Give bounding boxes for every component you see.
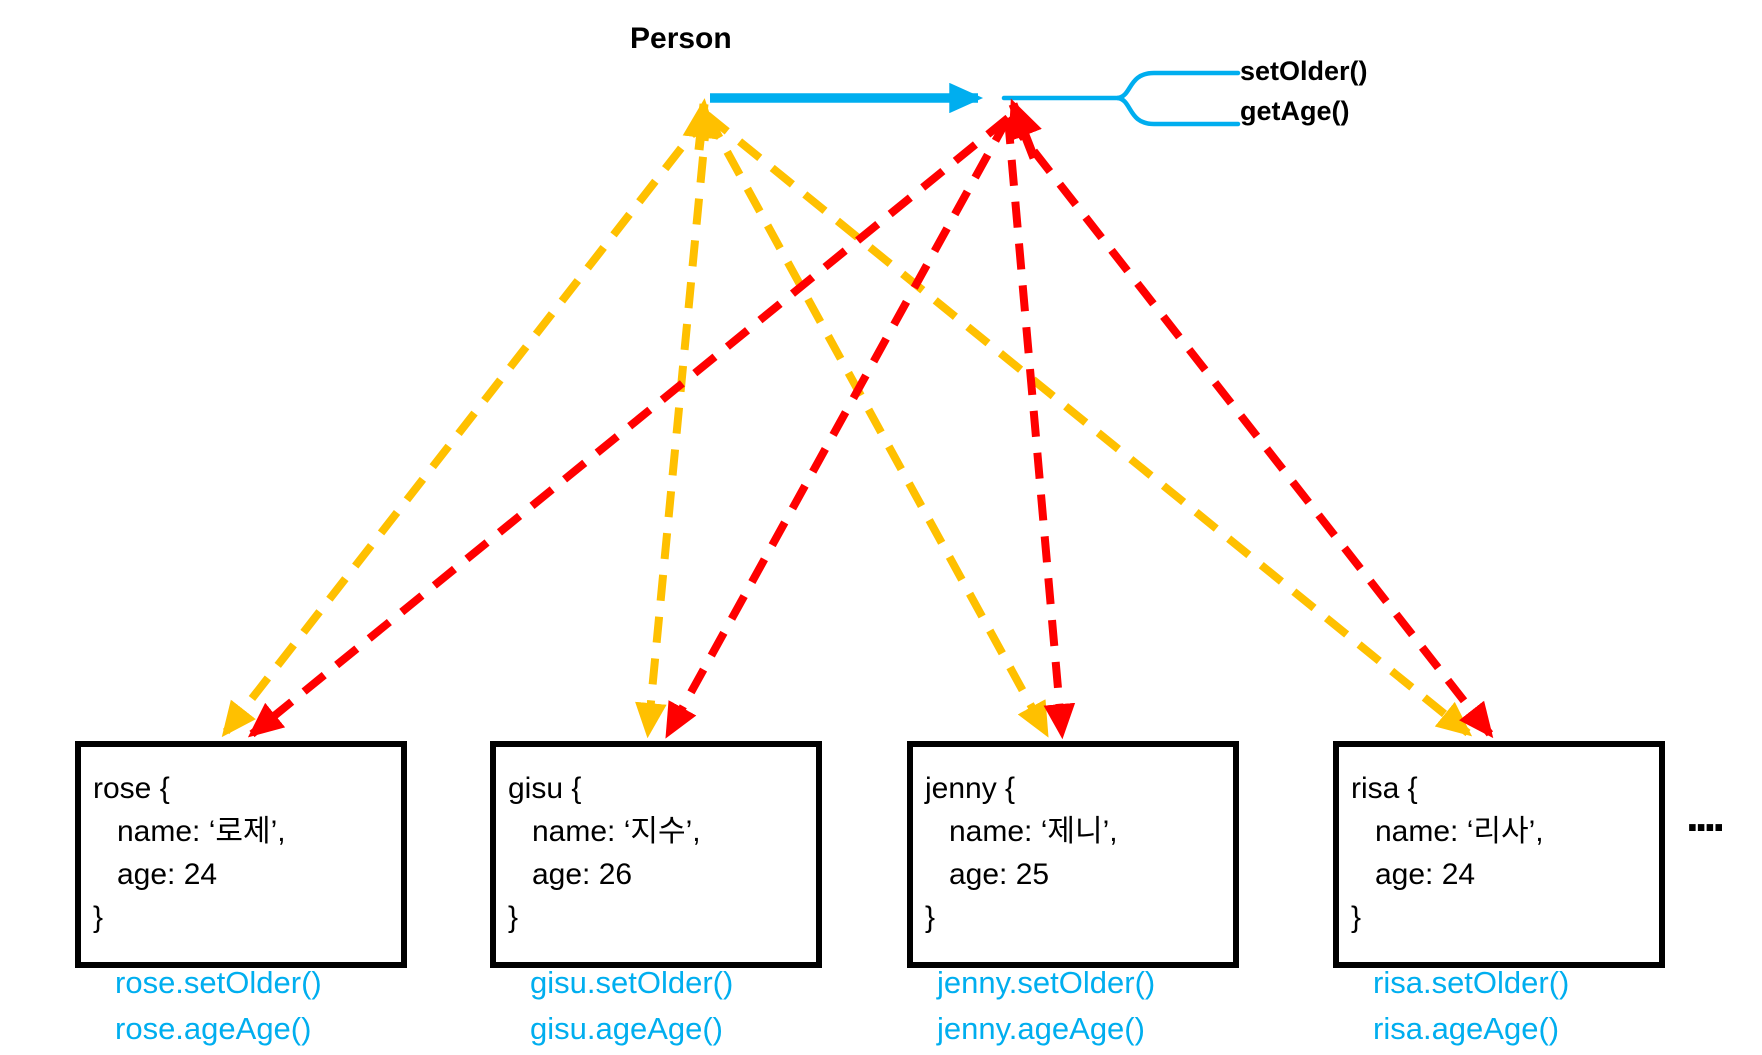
red-up-arrowhead	[1008, 98, 1042, 160]
call-line: rose.setOlder()	[115, 965, 322, 1000]
method-link-red-risa	[1004, 115, 1494, 739]
object-name-line: name: ‘리사’,	[1375, 815, 1544, 848]
call-line: rose.ageAge()	[115, 1011, 312, 1046]
call-line: risa.ageAge()	[1373, 1011, 1560, 1046]
object-name-line: name: ‘로제’,	[117, 815, 286, 848]
method-calls-gisu: gisu.setOlder() gisu.ageAge()	[530, 960, 733, 1052]
method-calls-risa: risa.setOlder() risa.ageAge()	[1373, 960, 1569, 1052]
call-line: gisu.setOlder()	[530, 965, 734, 1000]
object-name-line: name: ‘지수’,	[532, 815, 701, 848]
prototype-link-yellow-jenny	[703, 113, 1050, 738]
prototype-link-yellow-rose	[221, 112, 711, 738]
object-header: risa {	[1351, 772, 1418, 805]
call-line: jenny.ageAge()	[937, 1011, 1145, 1046]
object-age-line: age: 26	[532, 858, 633, 891]
method-label-getage: getAge()	[1240, 96, 1350, 126]
more-instances-ellipsis: ....	[1686, 789, 1725, 841]
object-close: }	[93, 901, 104, 934]
call-line: risa.setOlder()	[1373, 965, 1570, 1000]
person-prototype-label: Person	[630, 22, 732, 55]
object-header: jenny {	[925, 772, 1016, 805]
object-header: gisu {	[508, 772, 582, 805]
instance-box-rose: rose { name: ‘로제’, age: 24 }	[75, 741, 407, 968]
prototype-link-yellow-risa	[704, 111, 1473, 737]
object-age-line: age: 25	[949, 858, 1050, 891]
call-line: gisu.ageAge()	[530, 1011, 724, 1046]
method-link-red-rose	[247, 114, 1011, 738]
prototype-link-yellow-gisu	[635, 114, 711, 739]
object-age-line: age: 24	[1375, 858, 1476, 891]
call-line: jenny.setOlder()	[937, 965, 1156, 1000]
object-close: }	[508, 901, 519, 934]
instance-box-gisu: gisu { name: ‘지수’, age: 26 }	[490, 741, 822, 968]
method-calls-jenny: jenny.setOlder() jenny.ageAge()	[937, 960, 1155, 1052]
method-link-red-gisu	[664, 116, 1012, 739]
method-link-red-jenny	[1004, 117, 1076, 740]
methods-brace-lower	[1115, 95, 1241, 127]
method-label-setolder: setOlder()	[1240, 56, 1368, 86]
object-close: }	[1351, 901, 1362, 934]
method-calls-rose: rose.setOlder() rose.ageAge()	[115, 960, 322, 1052]
instance-box-jenny: jenny { name: ‘제니’, age: 25 }	[907, 741, 1239, 968]
object-name-line: name: ‘제니’,	[949, 815, 1118, 848]
yellow-up-arrowhead	[682, 98, 719, 151]
object-age-line: age: 24	[117, 858, 218, 891]
object-header: rose {	[93, 772, 170, 805]
object-close: }	[925, 901, 936, 934]
instance-box-risa: risa { name: ‘리사’, age: 24 }	[1333, 741, 1665, 968]
methods-brace-upper	[1115, 70, 1241, 101]
